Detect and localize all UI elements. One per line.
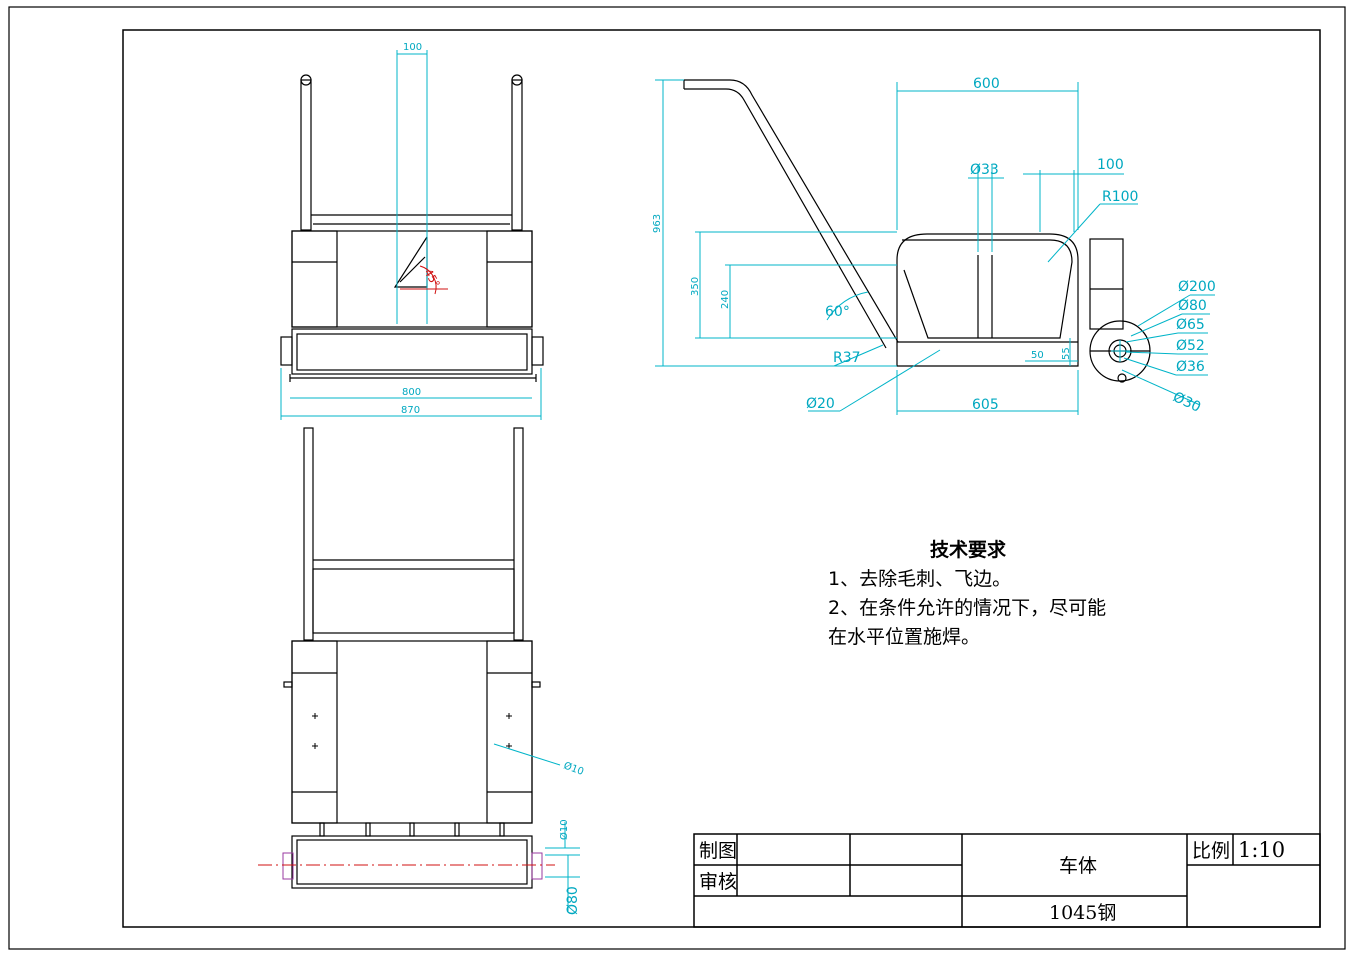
dim-dia-65: Ø65 <box>1176 317 1205 333</box>
dim-len-55: 55 <box>1061 347 1072 360</box>
dim-bottom-dia10: Ø10 <box>562 760 585 778</box>
dim-bottom-dia10b: Ø10 <box>558 819 570 840</box>
technical-requirements: 技术要求 1、去除毛刺、飞边。 2、在条件允许的情况下，尽可能 在水平位置施焊。 <box>828 536 1188 652</box>
front-view-angle <box>400 265 448 295</box>
title-block-part-name: 车体 <box>1059 855 1097 877</box>
dim-radius-37: R37 <box>833 350 861 366</box>
notes-line-2: 2、在条件允许的情况下，尽可能 <box>828 597 1107 619</box>
notes-line-3: 在水平位置施焊。 <box>828 626 981 648</box>
dim-dia-33: Ø33 <box>970 162 999 178</box>
title-block-drawn-label: 制图 <box>699 840 737 862</box>
top-view <box>283 427 541 889</box>
notes-line-1: 1、去除毛刺、飞边。 <box>828 568 1012 590</box>
dim-dia-36: Ø36 <box>1176 359 1205 375</box>
dim-width-870: 870 <box>401 405 420 416</box>
notes-title: 技术要求 <box>929 539 1006 561</box>
title-block-checked-label: 审核 <box>699 871 737 893</box>
top-view-dims <box>493 743 580 912</box>
front-view <box>280 74 544 382</box>
dim-radius-100: R100 <box>1102 189 1138 205</box>
dim-dia-30: Ø30 <box>1170 389 1203 416</box>
side-view <box>683 79 1151 383</box>
top-view-marks <box>312 713 512 749</box>
dim-len-100: 100 <box>1097 157 1124 173</box>
dim-side-600: 600 <box>973 76 1000 92</box>
title-block-scale-value: 1:10 <box>1238 838 1285 862</box>
dim-width-800: 800 <box>402 387 421 398</box>
dim-len-50: 50 <box>1031 350 1044 361</box>
dim-bottom-dia80: Ø80 <box>565 886 581 915</box>
axle-hidden-lines <box>282 852 543 880</box>
side-view-dims <box>655 79 1215 415</box>
dim-side-963: 963 <box>652 214 663 233</box>
dim-dia-200: Ø200 <box>1178 279 1216 295</box>
dim-side-240: 240 <box>720 290 731 309</box>
dim-dia-80: Ø80 <box>1178 298 1207 314</box>
dim-dia-20: Ø20 <box>806 396 835 412</box>
outer-border <box>8 6 1346 950</box>
title-block-material: 1045钢 <box>1049 902 1116 924</box>
title-block <box>693 833 1321 928</box>
dim-dia-52: Ø52 <box>1176 338 1205 354</box>
dim-front-100: 100 <box>403 42 422 53</box>
front-view-dims <box>280 50 542 420</box>
dim-len-605: 605 <box>972 397 999 413</box>
title-block-scale-label: 比例 <box>1192 840 1230 862</box>
dim-angle-60: 60° <box>825 304 850 320</box>
dim-side-350: 350 <box>690 277 701 296</box>
